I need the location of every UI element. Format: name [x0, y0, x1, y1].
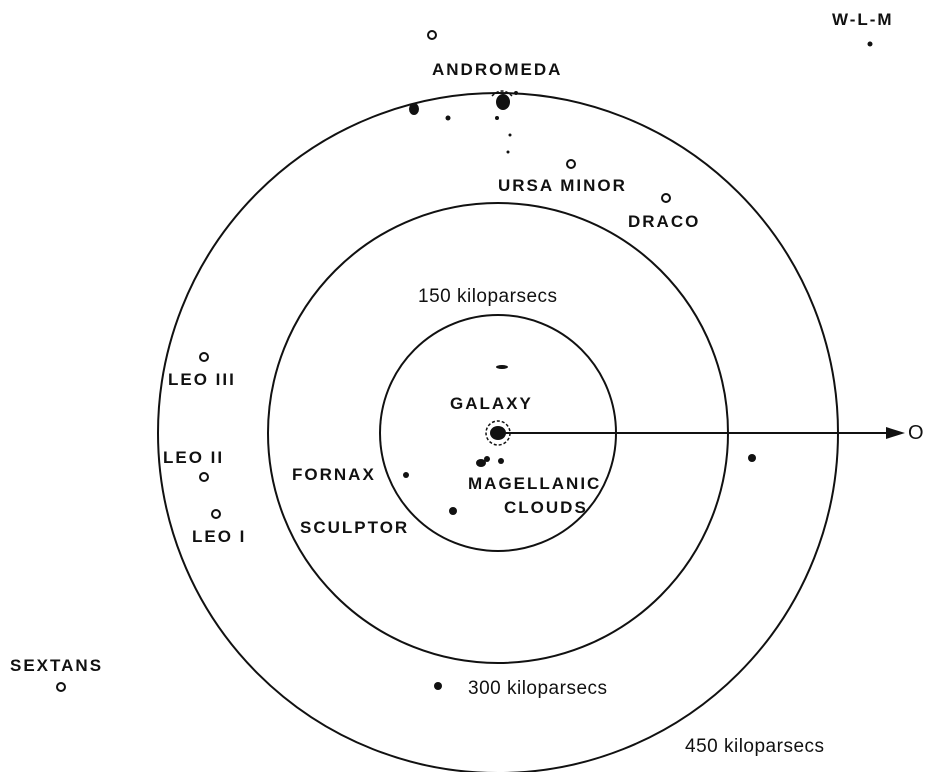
- magellanic-clouds-symbol: [476, 456, 504, 467]
- blob-mark: [496, 365, 508, 369]
- label-magellanic: MAGELLANIC: [468, 474, 602, 493]
- label-leo-i: LEO I: [192, 527, 247, 546]
- label-fornax: FORNAX: [292, 465, 376, 484]
- andromeda-symbol: [491, 90, 518, 154]
- label-andromeda: ANDROMEDA: [432, 60, 563, 79]
- label-axis-end: O: [908, 422, 925, 444]
- axis-arrowhead: [886, 427, 905, 439]
- label-wlm: W-L-M: [832, 10, 894, 29]
- label-clouds: CLOUDS: [504, 498, 588, 517]
- label-sculptor: SCULPTOR: [300, 518, 410, 537]
- m33-symbol: [409, 103, 419, 115]
- label-150-kiloparsecs: 150 kiloparsecs: [418, 286, 558, 307]
- label-galaxy: GALAXY: [450, 394, 533, 413]
- label-draco: DRACO: [628, 212, 701, 231]
- dwarf-galaxy-marks: [403, 41, 873, 690]
- label-300-kiloparsecs: 300 kiloparsecs: [468, 678, 608, 699]
- label-sextans: SEXTANS: [10, 656, 104, 675]
- galaxy-symbol: [485, 420, 511, 446]
- label-450-kiloparsecs: 450 kiloparsecs: [685, 736, 825, 757]
- label-leo-ii: LEO II: [163, 448, 225, 467]
- open-circle-marks: [56, 30, 671, 692]
- label-ursa-minor: URSA MINOR: [498, 176, 627, 195]
- label-leo-iii: LEO III: [168, 370, 236, 389]
